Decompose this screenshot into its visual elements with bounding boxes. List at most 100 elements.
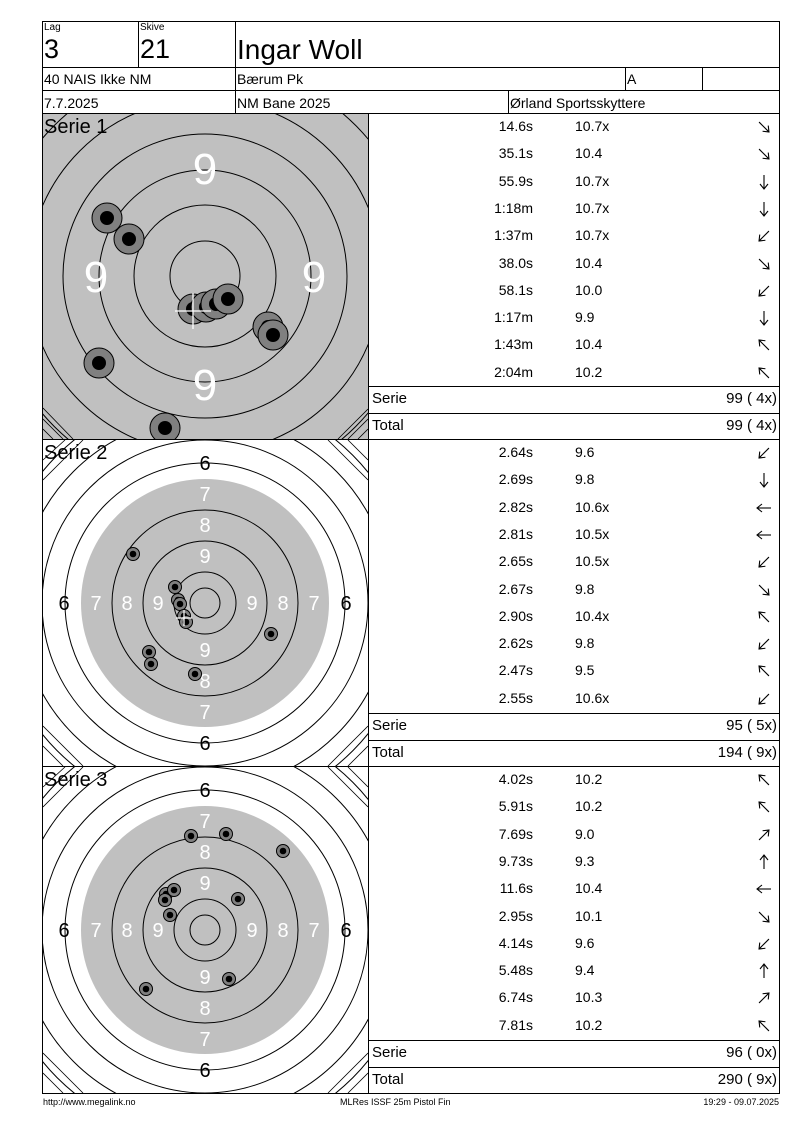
ring-number: 7: [308, 593, 319, 615]
ring-number: 9: [246, 593, 257, 615]
arrow-down-left-icon: [758, 285, 770, 297]
shot-hole-center: [176, 600, 184, 608]
serie-3-total-label: Total: [372, 1071, 404, 1088]
shot-value: 9.8: [575, 471, 595, 488]
ring-number: 6: [199, 733, 210, 755]
shot-time: 58.1s: [498, 281, 533, 298]
ring-number: 8: [199, 671, 210, 693]
serie-1-serie-total: 99 ( 4x): [726, 390, 777, 407]
ring-number: 6: [58, 920, 69, 942]
ring-number: 9: [199, 546, 210, 568]
arrow-down-icon: [759, 311, 769, 326]
shot-value: 10.7x: [575, 199, 610, 216]
group-name: A: [627, 71, 637, 87]
shot-value: 10.4x: [575, 607, 610, 624]
ring-number: 8: [121, 593, 132, 615]
arrow-down-right-icon: [758, 121, 770, 133]
ring-number: 9: [302, 253, 326, 302]
score-ring: [189, 587, 221, 619]
score-ring: [62, 133, 348, 419]
ring-number: 9: [246, 920, 257, 942]
shot-time: 14.6s: [498, 118, 533, 134]
shot-hole-center: [266, 328, 280, 342]
shot-hole-center: [225, 975, 233, 983]
shot-time: 1:43m: [494, 336, 533, 353]
shot-value: 9.6: [575, 934, 595, 951]
shot-value: 10.2: [575, 363, 603, 380]
class-name: 40 NAIS Ikke NM: [44, 71, 152, 87]
skive-label: Skive: [140, 22, 165, 33]
arrow-up-icon: [759, 963, 769, 979]
lag-label: Lag: [44, 22, 61, 33]
corner-hatch: [43, 440, 84, 481]
corner-hatch: [327, 725, 368, 766]
ring-number: 7: [308, 920, 319, 942]
target-aiming-area: [81, 479, 329, 727]
corner-hatch: [43, 767, 66, 788]
shooter-name: Ingar Woll: [237, 34, 363, 65]
shot-hole-center: [279, 847, 287, 855]
shot-hole-center: [191, 670, 199, 678]
shot-time: 38.0s: [498, 254, 533, 271]
shot-hole-center: [166, 911, 174, 919]
corner-hatch: [347, 440, 368, 461]
shot-time: 2.90s: [498, 607, 533, 624]
shot-value: 10.5x: [575, 525, 610, 542]
corner-hatch: [43, 440, 66, 461]
shot-time: 2.64s: [498, 444, 533, 460]
shot-time: 2.95s: [498, 907, 533, 924]
ring-number: 8: [199, 998, 210, 1020]
arrow-left-icon: [756, 530, 771, 540]
range-name: NM Bane 2025: [237, 95, 331, 111]
skive-value: 21: [140, 34, 171, 64]
shot-time: 4.02s: [498, 771, 533, 787]
footer-url[interactable]: http://www.megalink.no: [43, 1097, 136, 1107]
arrow-up-left-icon: [758, 801, 770, 813]
arrow-left-icon: [756, 884, 771, 894]
shot-hole-center: [142, 985, 150, 993]
shot-time: 1:37m: [494, 227, 533, 244]
ring-number: 6: [199, 780, 210, 802]
arrow-down-icon: [759, 174, 769, 190]
club-name: Bærum Pk: [237, 71, 304, 87]
corner-hatch: [347, 767, 368, 788]
shot-time: 7.81s: [498, 1016, 533, 1033]
shot-value: 9.8: [575, 635, 595, 652]
arrow-down-icon: [759, 473, 769, 489]
corner-hatch: [43, 1072, 64, 1093]
ring-number: 7: [199, 811, 210, 833]
shot-time: 1:18m: [494, 199, 533, 216]
corner-hatch: [327, 440, 368, 481]
ring-number: 9: [193, 361, 217, 410]
shot-hole-center: [158, 421, 172, 435]
arrow-up-icon: [759, 854, 769, 869]
arrow-down-right-icon: [758, 584, 770, 596]
corner-hatch: [337, 408, 368, 439]
arrow-down-left-icon: [758, 556, 770, 568]
corner-hatch: [43, 407, 74, 439]
shot-hole-center: [100, 211, 114, 225]
serie-3-serie-label: Serie: [372, 1044, 408, 1061]
serie-1-total-label: Total: [372, 417, 404, 434]
shot-hole-center: [147, 660, 155, 668]
ring-number: 7: [90, 920, 101, 942]
ring-number: 7: [199, 484, 210, 506]
ring-number: 6: [199, 453, 210, 475]
arrow-up-left-icon: [758, 367, 770, 379]
arrow-down-right-icon: [758, 911, 770, 923]
lag-value: 3: [44, 34, 60, 64]
score-ring: [142, 867, 268, 993]
score-ring: [189, 914, 221, 946]
score-ring: [111, 836, 299, 1024]
shot-value: 10.7x: [575, 118, 610, 134]
serie-1-title: Serie 1: [44, 116, 108, 138]
arrow-down-right-icon: [758, 258, 770, 270]
ring-number: 8: [199, 842, 210, 864]
ring-number: 8: [277, 920, 288, 942]
shot-hole-center: [161, 896, 169, 904]
shot-hole-center: [187, 832, 195, 840]
shot-time: 35.1s: [498, 145, 533, 162]
shot-time: 1:17m: [494, 309, 533, 326]
score-ring: [133, 204, 277, 348]
